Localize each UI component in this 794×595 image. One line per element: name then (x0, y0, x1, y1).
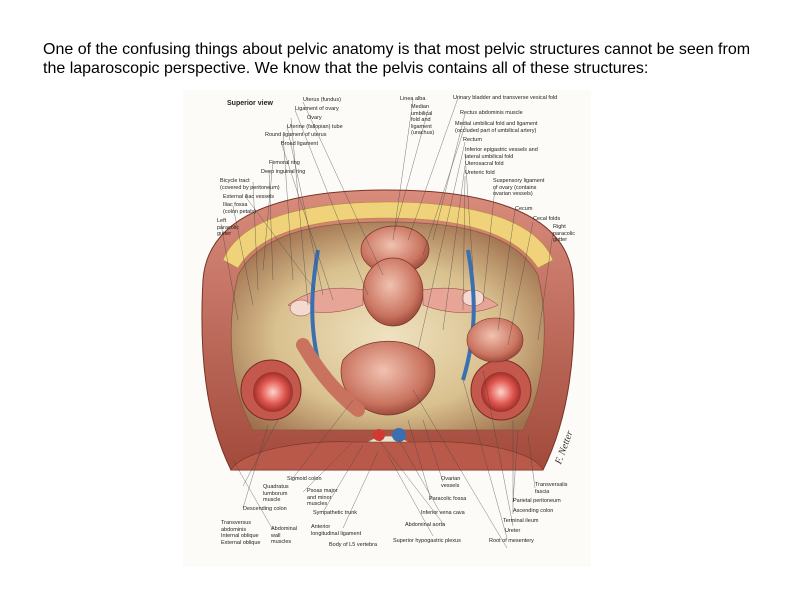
label-suspensory: Suspensory ligament of ovary (contains o… (493, 178, 545, 197)
label-uterine-tube: Uterine (fallopian) tube (287, 124, 343, 130)
view-title: Superior view (227, 100, 273, 107)
label-transversus: Transversus abdominis Internal oblique E… (221, 520, 261, 546)
label-inferior-epigastric: Inferior epigastric vessels and lateral … (465, 147, 538, 160)
label-leader-lines (220, 97, 554, 549)
label-left-paracolic: Left paracolic gutter (217, 218, 240, 237)
label-transversalis: Transversalis fascia (535, 482, 568, 495)
label-descending: Descending colon (243, 506, 287, 512)
broad-ligament-right (422, 287, 499, 313)
label-ivc: Inferior vena cava (421, 510, 465, 516)
pelvic-anatomy-illustration: Superior view F. Netter Uterus (fundus) … (183, 90, 591, 567)
label-iliac-fossa: Iliac fossa (colon petals) (223, 202, 257, 215)
label-ligament-ovary: Ligament of ovary (295, 106, 339, 112)
descending-colon-lumen (253, 372, 293, 412)
label-ovarian-vessels: Ovarian vessels (441, 476, 461, 489)
label-deep-inguinal-ring: Deep inguinal ring (261, 169, 306, 175)
label-abdominal-muscles: Abdominal wall muscles (271, 526, 297, 545)
ascending-colon-lumen (481, 372, 521, 412)
preperitoneal-fat (222, 201, 554, 269)
label-ovary: Ovary (307, 115, 322, 121)
label-rectus: Rectus abdominis muscle (460, 110, 523, 116)
label-linea-alba: Linea alba (400, 96, 426, 102)
abdominal-aorta (373, 429, 385, 441)
label-anterior-longitudinal: Anterior longitudinal ligament (311, 524, 362, 537)
label-ureteric-fold: Ureteric fold (465, 170, 495, 176)
label-mesentery: Root of mesentery (489, 538, 534, 544)
uterus-fundus (362, 257, 424, 327)
label-uterosacral: Uterosacral fold (465, 161, 504, 167)
label-right-paracolic: Right paracolic gutter (553, 224, 576, 243)
label-bladder: Urinary bladder and transverse vesical f… (453, 95, 558, 101)
sigmoid-colon (296, 338, 365, 417)
cecum (466, 317, 524, 363)
label-round-ligament: Round ligament of uterus (265, 132, 327, 138)
label-quadratus: Quadratus lumborum muscle (263, 484, 289, 503)
label-cecal-folds: Cecal folds (533, 216, 561, 222)
label-aorta: Abdominal aorta (405, 522, 446, 528)
label-cecum: Cecum (515, 206, 533, 212)
posterior-muscles (230, 441, 544, 471)
inferior-vena-cava (392, 428, 406, 442)
label-terminal-ileum: Terminal ileum (503, 518, 539, 524)
pelvic-cavity (230, 221, 545, 431)
label-rectum: Rectum (463, 137, 482, 143)
pelvis-drawing (201, 97, 575, 549)
label-sigmoid: Sigmoid colon (287, 476, 322, 482)
label-paracolic-fossa: Paracolic fossa (429, 496, 467, 502)
label-medial-umbilical: Medial umbilical fold and ligament (occl… (455, 121, 538, 134)
label-broad-ligament: Broad ligament (281, 141, 318, 147)
label-hypogastric: Superior hypogastric plexus (393, 538, 461, 544)
label-ureter: Ureter (505, 528, 521, 534)
label-femoral-ring: Femoral ring (269, 160, 300, 166)
label-uterus: Uterus (fundus) (303, 97, 341, 103)
label-median-umbilical: Median umbilical fold and ligament (urac… (411, 104, 435, 136)
label-psoas: Psoas major and minor muscles (307, 488, 338, 507)
label-parietal: Parietal peritoneum (513, 498, 561, 504)
iliac-vessels-right (461, 249, 476, 381)
label-sympathetic: Sympathetic trunk (313, 510, 358, 516)
label-ascending: Ascending colon (513, 508, 554, 514)
label-bicycle-tract: Bicycle tract (covered by peritoneum) (220, 178, 280, 191)
label-l5: Body of L5 vertebra (329, 542, 378, 548)
slide-body-text: One of the confusing things about pelvic… (43, 41, 751, 77)
ovary-left (289, 299, 313, 317)
label-external-iliac: External iliac vessels (223, 194, 275, 200)
